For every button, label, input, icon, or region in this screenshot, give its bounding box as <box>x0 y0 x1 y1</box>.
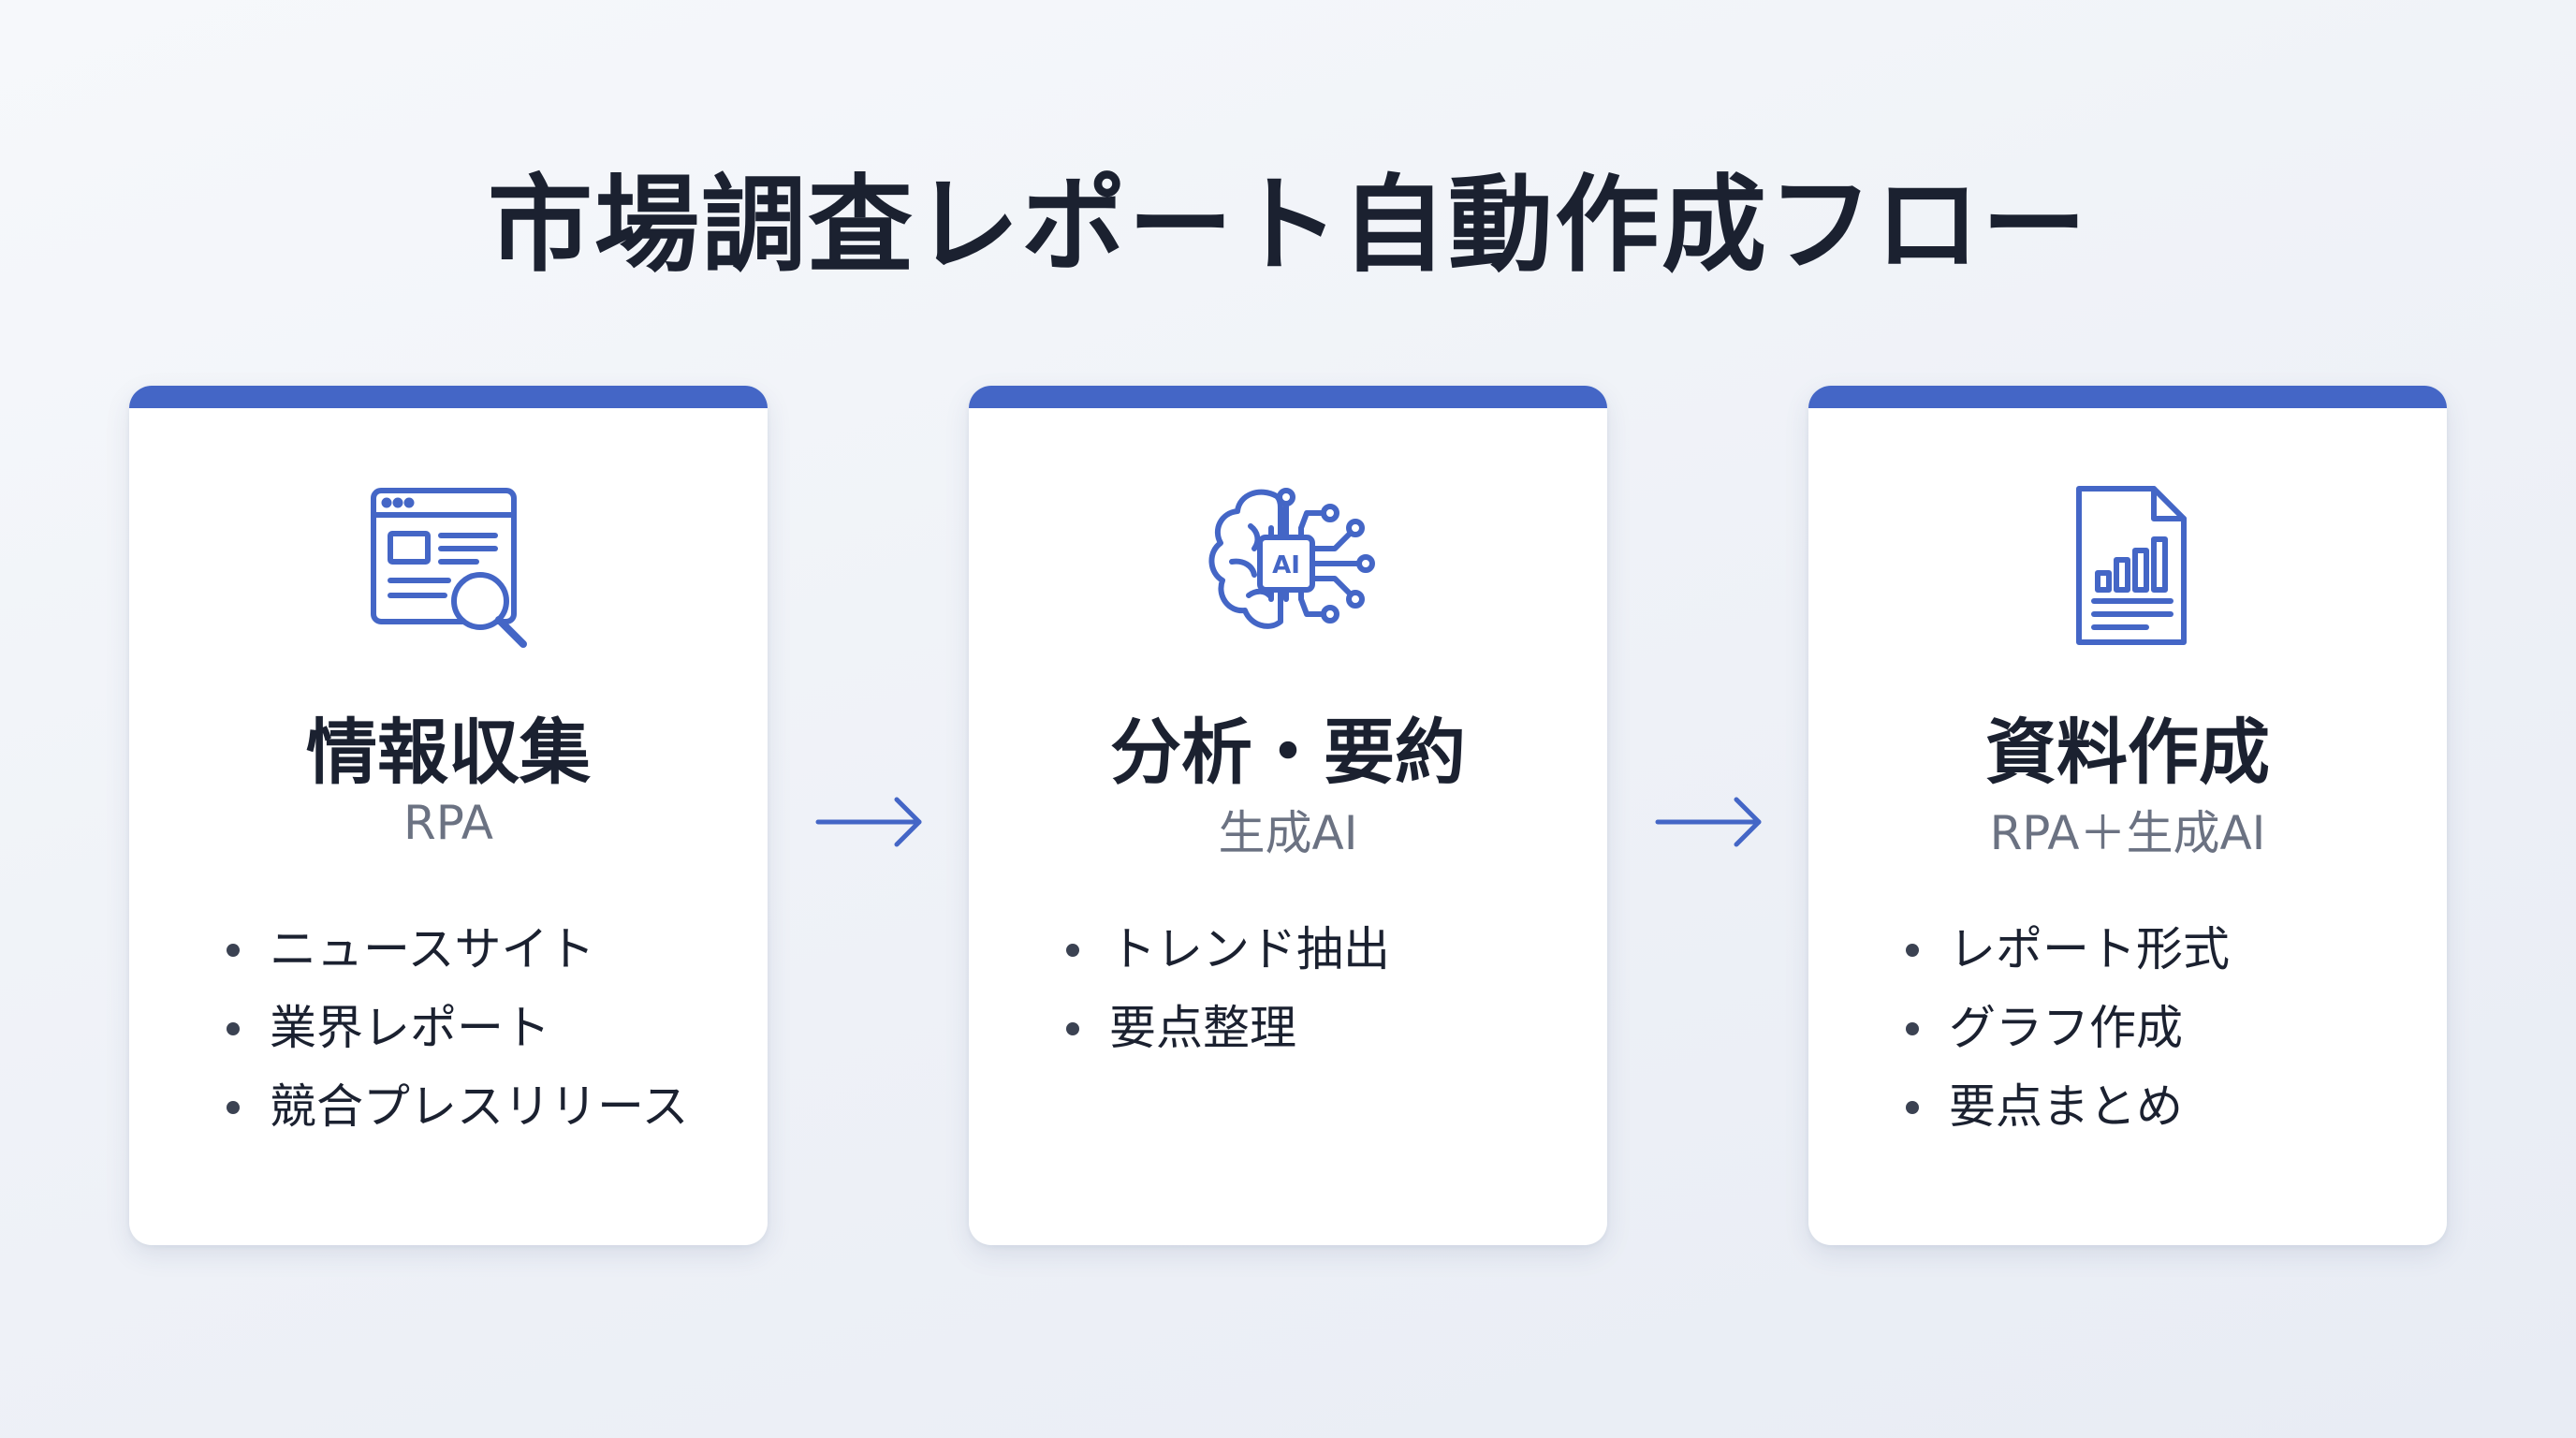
list-item: レポート形式 <box>1808 910 2230 989</box>
step-card-analysis-summary: AI 分析・要約 生成AI トレンド抽出 要点整理 <box>969 386 1607 1245</box>
browser-search-icon <box>371 488 527 648</box>
step-item-list: レポート形式 グラフ作成 要点まとめ <box>1808 910 2230 1146</box>
step-title: 情報収集 <box>306 711 591 794</box>
list-item: 要点まとめ <box>1808 1067 2230 1146</box>
step-item-list: トレンド抽出 要点整理 <box>969 910 1390 1067</box>
list-item: トレンド抽出 <box>969 910 1390 989</box>
step-title: 分析・要約 <box>1110 711 1466 794</box>
step-subtitle: 生成AI <box>1218 806 1358 860</box>
document-chart-icon <box>2076 486 2187 645</box>
card-accent-bar <box>1808 386 2447 408</box>
step-subtitle: RPA <box>403 796 493 850</box>
list-item: グラフ作成 <box>1808 989 2230 1067</box>
list-item: 要点整理 <box>969 989 1390 1067</box>
step-card-document-creation: 資料作成 RPA＋生成AI レポート形式 グラフ作成 要点まとめ <box>1808 386 2447 1245</box>
svg-text:AI: AI <box>1272 551 1300 580</box>
list-item: ニュースサイト <box>129 910 689 989</box>
arrow-right-icon <box>815 797 922 847</box>
list-item: 競合プレスリリース <box>129 1067 689 1146</box>
card-accent-bar <box>969 386 1607 408</box>
page-title: 市場調査レポート自動作成フロー <box>488 165 2088 286</box>
arrow-right-icon <box>1655 797 1762 847</box>
step-card-information-gathering: 情報収集 RPA ニュースサイト 業界レポート 競合プレスリリース <box>129 386 768 1245</box>
card-accent-bar <box>129 386 768 408</box>
ai-brain-icon: AI <box>1208 488 1375 629</box>
list-item: 業界レポート <box>129 989 689 1067</box>
step-item-list: ニュースサイト 業界レポート 競合プレスリリース <box>129 910 689 1146</box>
step-subtitle: RPA＋生成AI <box>1989 806 2266 860</box>
step-title: 資料作成 <box>1985 711 2270 794</box>
